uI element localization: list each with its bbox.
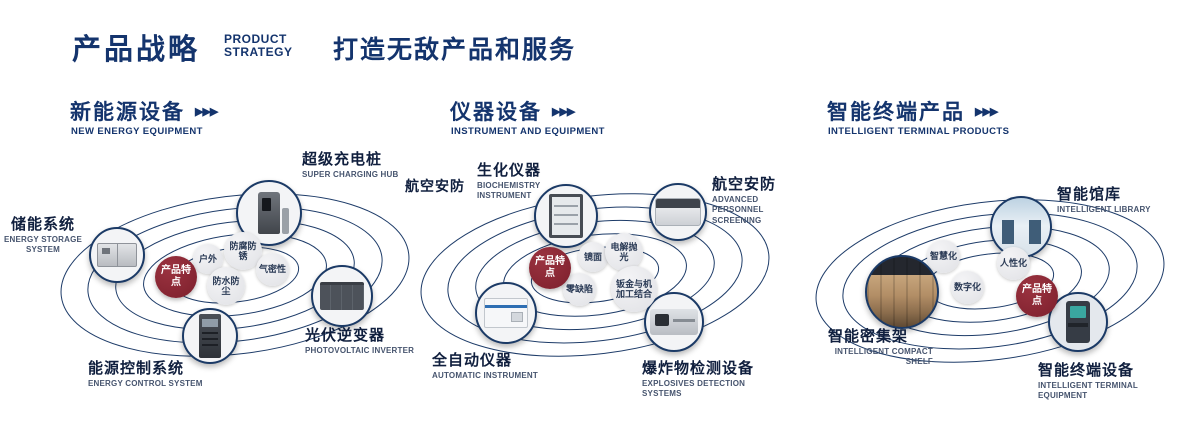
label-super-charging-hub: 超级充电桩 SUPER CHARGING HUB — [302, 151, 414, 180]
product-name-cn: 能源控制系统 — [88, 360, 185, 377]
section-header-new-energy: 新能源设备 ▶▶▶ — [70, 96, 218, 126]
feature-bubble: 镜面 — [578, 242, 608, 272]
product-name-cn: 智能终端设备 — [1038, 362, 1135, 379]
photo-photovoltaic-inverter — [311, 265, 373, 327]
orbit-rings-new-energy — [60, 193, 410, 357]
section-title-new-energy: 新能源设备 — [70, 101, 185, 124]
label-energy-storage-system: 储能系统 ENERGY STORAGE SYSTEM — [0, 216, 86, 256]
inverter-cabinet-icon — [320, 282, 364, 310]
feature-bubble: 电解抛光 — [605, 233, 643, 271]
triple-arrow-icon: ▶▶▶ — [975, 105, 998, 118]
section-header-terminal: 智能终端产品 ▶▶▶ — [827, 96, 998, 126]
product-name-en: PHOTOVOLTAIC INVERTER — [305, 346, 415, 355]
feature-bubble: 人性化 — [997, 247, 1030, 280]
page-title-english-line2: STRATEGY — [224, 45, 293, 59]
section-subtitle-terminal: INTELLIGENT TERMINAL PRODUCTS — [828, 126, 1010, 137]
product-name-en: ADVANCED PERSONNEL SCREENING — [712, 195, 764, 225]
label-energy-control-system: 能源控制系统 ENERGY CONTROL SYSTEM — [88, 360, 213, 389]
feature-hub-instrument: 产品特点 — [529, 247, 571, 289]
label-photovoltaic-inverter: 光伏逆变器 PHOTOVOLTAIC INVERTER — [305, 327, 425, 356]
photo-biochemistry-instrument — [534, 184, 598, 248]
photo-super-charging-hub — [236, 180, 302, 246]
section-subtitle-new-energy: NEW ENERGY EQUIPMENT — [71, 126, 203, 137]
product-name-cn: 全自动仪器 — [432, 352, 513, 369]
section-title-terminal: 智能终端产品 — [827, 101, 965, 124]
label-personnel-screening: 航空安防 ADVANCED PERSONNEL SCREENING — [712, 176, 807, 226]
product-name-cn: 智能馆库 — [1057, 186, 1122, 203]
page-title: 产品战略 — [72, 34, 201, 66]
page-title-english-line1: PRODUCT — [224, 32, 287, 46]
section-subtitle-instrument: INSTRUMENT AND EQUIPMENT — [451, 126, 605, 137]
product-name-en: EXPLOSIVES DETECTION SYSTEMS — [642, 379, 746, 399]
product-name-en: ENERGY CONTROL SYSTEM — [88, 379, 203, 388]
product-name-cn: 航空安防 — [712, 176, 777, 193]
instrument-rack-icon — [549, 194, 583, 238]
product-name-cn: 爆炸物检测设备 — [642, 360, 755, 377]
feature-hub-terminal: 产品特点 — [1016, 275, 1058, 317]
feature-bubble: 数字化 — [951, 271, 984, 304]
label-automatic-instrument: 全自动仪器 AUTOMATIC INSTRUMENT — [432, 352, 552, 381]
storage-cabinet-icon — [97, 243, 137, 267]
photo-intelligent-compact-shelf — [865, 255, 939, 329]
slogan: 打造无敌产品和服务 — [333, 36, 577, 64]
product-name-cn: 储能系统 — [10, 216, 75, 233]
feature-bubble: 防水防尘 — [207, 267, 245, 305]
label-intelligent-compact-shelf: 智能密集架 INTELLIGENT COMPACT SHELF — [828, 328, 933, 368]
product-name-en: INTELLIGENT LIBRARY — [1057, 205, 1151, 214]
feature-hub-new-energy: 产品特点 — [155, 256, 197, 298]
photo-explosives-detection — [644, 292, 704, 352]
label-intelligent-terminal: 智能终端设备 INTELLIGENT TERMINAL EQUIPMENT — [1038, 362, 1188, 402]
photo-energy-storage-system — [89, 227, 145, 283]
label-biochemistry-instrument: 生化仪器 BIOCHEMISTRY INSTRUMENT — [477, 162, 565, 202]
automatic-instrument-icon — [484, 298, 528, 328]
screening-machine-icon — [655, 198, 701, 226]
product-name-en: BIOCHEMISTRY INSTRUMENT — [477, 181, 541, 201]
product-name-en: AUTOMATIC INSTRUMENT — [432, 371, 538, 380]
triple-arrow-icon: ▶▶▶ — [195, 105, 218, 118]
charging-pile-icon — [258, 192, 289, 234]
product-name-en: ENERGY STORAGE SYSTEM — [3, 235, 83, 255]
side-label-aviation-security: 航空安防 — [405, 178, 465, 194]
photo-intelligent-library — [990, 196, 1052, 258]
feature-bubble: 防腐防锈 — [224, 232, 262, 270]
section-title-instrument: 仪器设备 — [450, 101, 542, 124]
product-name-cn: 光伏逆变器 — [305, 327, 386, 344]
feature-bubble: 气密性 — [256, 253, 289, 286]
feature-bubble: 钣金与机加工结合 — [611, 266, 657, 312]
label-explosives-detection: 爆炸物检测设备 EXPLOSIVES DETECTION SYSTEMS — [642, 360, 782, 400]
triple-arrow-icon: ▶▶▶ — [552, 105, 575, 118]
label-intelligent-library: 智能馆库 INTELLIGENT LIBRARY — [1057, 186, 1167, 215]
feature-bubble: 智慧化 — [927, 240, 960, 273]
product-name-cn: 生化仪器 — [477, 162, 542, 179]
product-name-cn: 智能密集架 — [828, 328, 909, 345]
photo-energy-control-system — [182, 308, 238, 364]
feature-bubble: 零缺陷 — [563, 273, 596, 306]
product-name-en: SUPER CHARGING HUB — [302, 170, 399, 179]
section-header-instrument: 仪器设备 ▶▶▶ — [450, 96, 575, 126]
photo-automatic-instrument — [475, 282, 537, 344]
product-name-en: INTELLIGENT TERMINAL EQUIPMENT — [1038, 381, 1138, 401]
page-title-english: PRODUCT STRATEGY — [224, 33, 292, 59]
product-name-en: INTELLIGENT COMPACT SHELF — [834, 347, 933, 367]
photo-intelligent-terminal — [1048, 292, 1108, 352]
explosives-detector-icon — [650, 309, 698, 335]
kiosk-icon — [1066, 301, 1090, 343]
control-cabinet-icon — [199, 314, 221, 358]
product-name-cn: 超级充电桩 — [302, 151, 383, 168]
photo-personnel-screening — [649, 183, 707, 241]
